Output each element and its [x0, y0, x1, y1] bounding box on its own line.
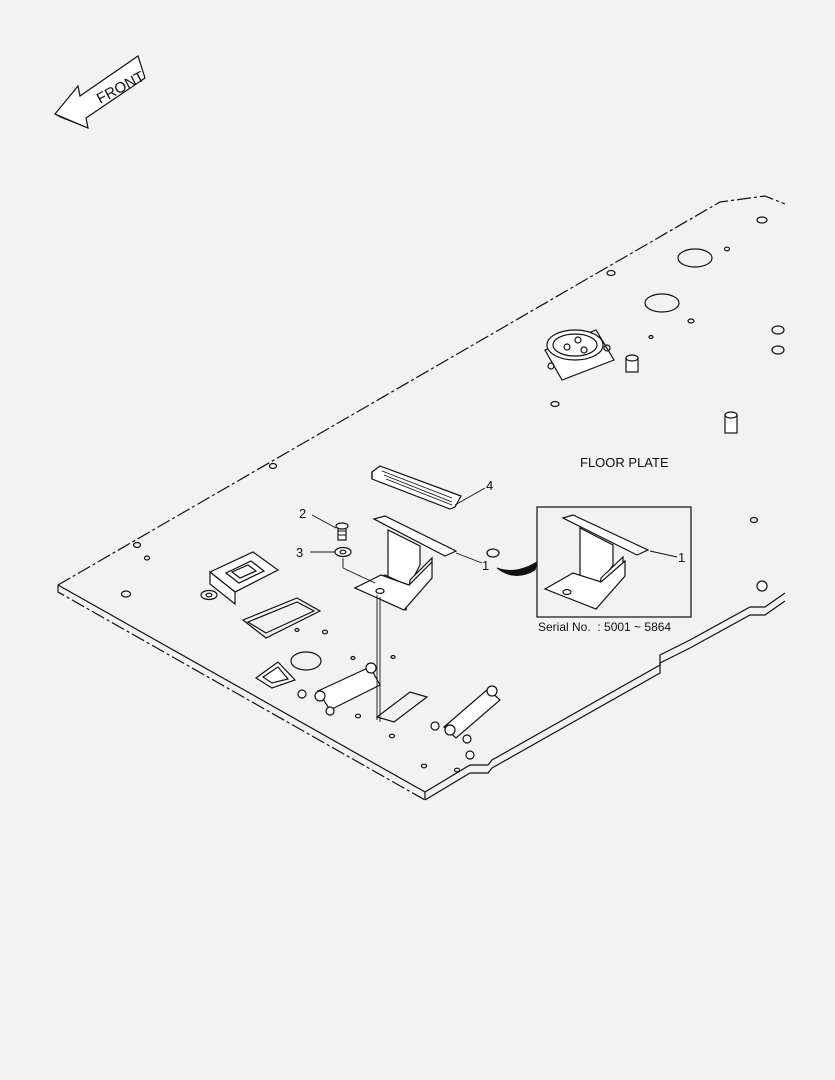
callout-2: 2: [299, 506, 306, 521]
bolt-part-2: [335, 522, 349, 541]
floor-plate: [57, 195, 786, 801]
pedal-bracket-part-1: [353, 515, 458, 611]
inset-pointer-arrow: [496, 560, 538, 576]
inset-frame: [536, 506, 692, 618]
callout-4: 4: [486, 478, 493, 493]
callouts: 4 2 3 1: [296, 478, 493, 573]
washer-part-3: [334, 546, 352, 558]
assembly-lines: [342, 558, 381, 722]
inset-callout-1: 1: [678, 550, 685, 565]
front-arrow: FRONT: [54, 55, 148, 129]
callout-1: 1: [482, 558, 489, 573]
callout-3: 3: [296, 545, 303, 560]
diagram-title: FLOOR PLATE: [580, 455, 669, 470]
inset-serial-label: Serial No. : 5001 ~ 5864: [538, 620, 671, 634]
pedal-pad-part-4: [371, 465, 462, 510]
inset-detail: 1: [536, 506, 692, 618]
